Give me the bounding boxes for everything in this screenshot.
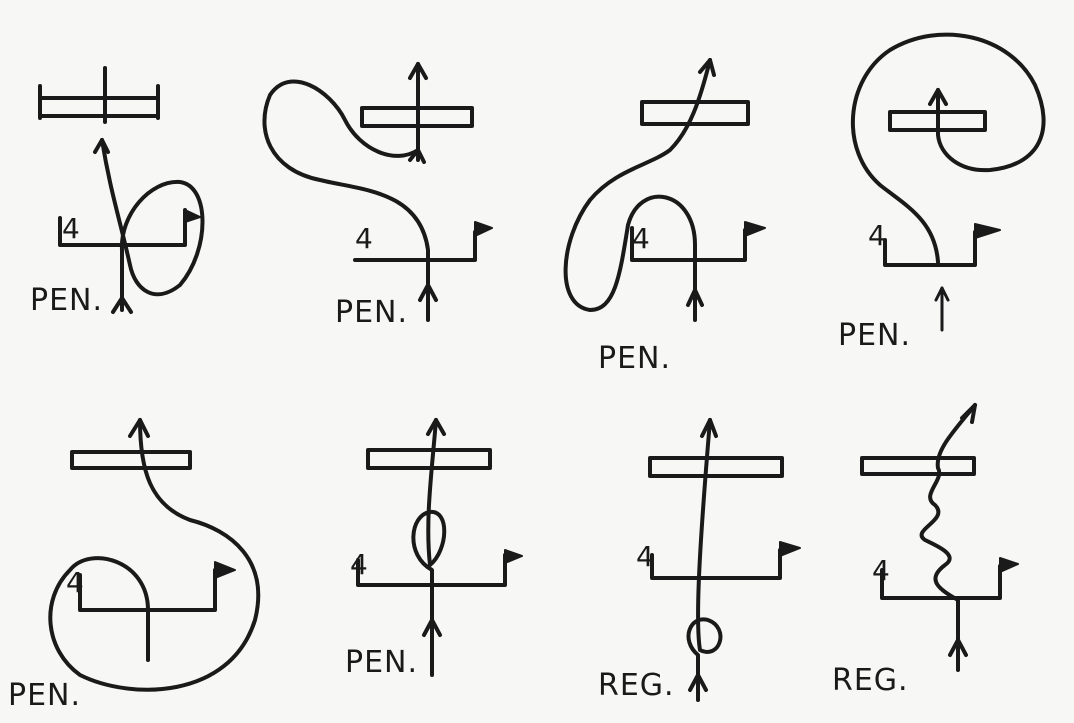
panel-4: 4 PEN. <box>838 35 1044 353</box>
goal-crossbar <box>368 450 490 468</box>
play-label: REG. <box>832 663 909 698</box>
flag-icon <box>745 222 765 236</box>
ball-path <box>50 420 258 690</box>
goal-crossbar <box>40 98 158 116</box>
yard-number: 4 <box>350 548 368 581</box>
yard-number: 4 <box>355 222 373 255</box>
goal-crossbar <box>650 458 782 476</box>
ball-path <box>264 81 428 320</box>
ball-path <box>102 140 203 310</box>
yard-number: 4 <box>62 212 80 245</box>
field-line <box>652 550 780 578</box>
play-label: PEN. <box>8 678 81 713</box>
play-label: REG. <box>598 668 675 703</box>
flag-icon <box>505 550 522 563</box>
flag-icon <box>1000 558 1018 572</box>
flag-icon <box>215 562 235 578</box>
yard-number: 4 <box>872 554 890 587</box>
ball-path <box>922 405 975 670</box>
ball-path <box>689 420 721 700</box>
flag-icon <box>185 210 200 222</box>
goal-crossbar <box>72 452 190 468</box>
field-line <box>355 232 475 260</box>
goal-posts <box>40 86 158 118</box>
play-label: PEN. <box>30 283 103 318</box>
flag-icon <box>780 542 800 556</box>
ball-path <box>566 60 710 320</box>
play-label: PEN. <box>598 341 671 376</box>
yard-number: 4 <box>868 219 886 252</box>
panel-3: 4 PEN. <box>566 60 765 376</box>
flag-icon <box>475 222 492 236</box>
start-arrow <box>936 288 948 330</box>
panel-2: 4 PEN. <box>264 64 492 330</box>
panel-7: 4 REG. <box>598 420 800 703</box>
panel-1: 4 PEN. <box>30 68 203 318</box>
goal-crossbar <box>862 458 974 474</box>
yard-number: 4 <box>632 222 650 255</box>
play-label: PEN. <box>345 645 418 680</box>
flag-icon <box>975 224 1000 238</box>
panel-6: 4 PEN. <box>345 420 522 680</box>
yard-number: 4 <box>636 540 654 573</box>
play-label: PEN. <box>335 295 408 330</box>
panel-5: 4 PEN. <box>8 420 258 713</box>
play-label: PEN. <box>838 318 911 353</box>
panel-8: 4 REG. <box>832 405 1018 698</box>
